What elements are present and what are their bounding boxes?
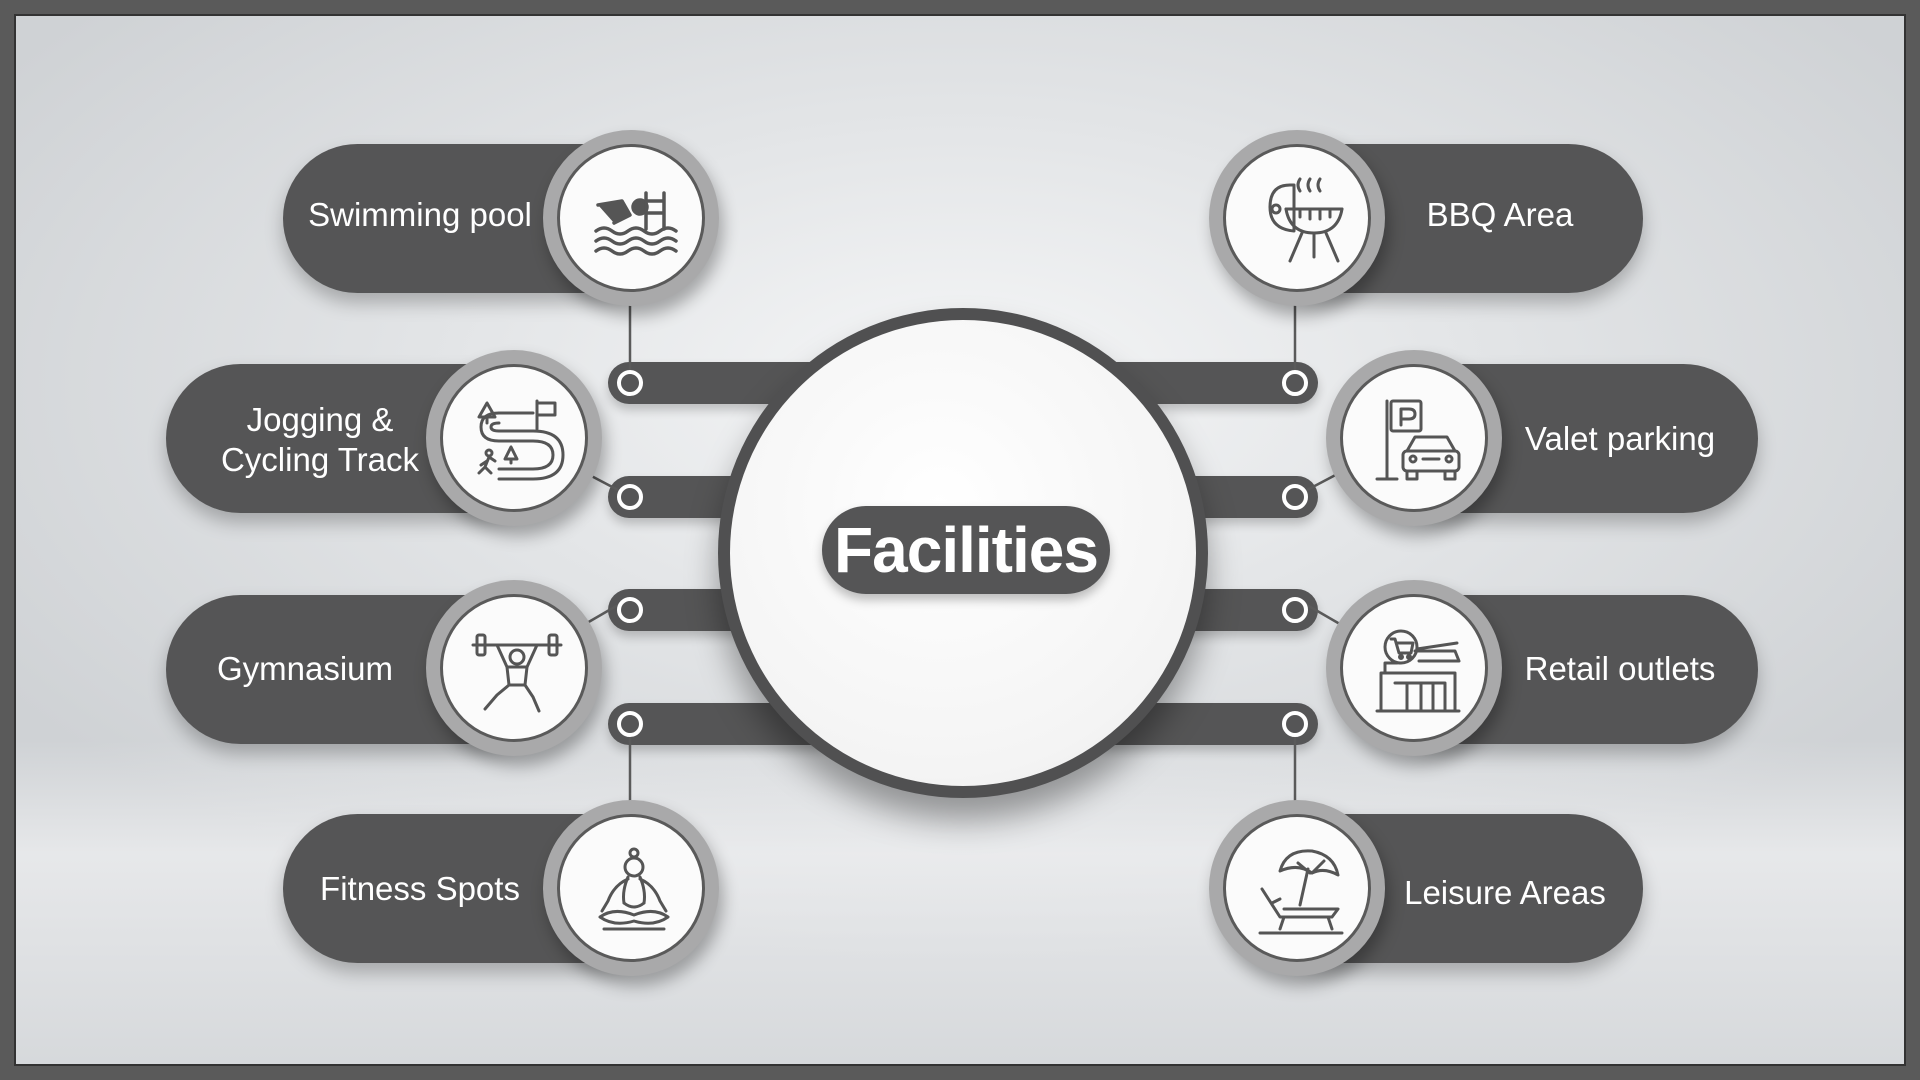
icon-circle-retail-outlets	[1326, 580, 1502, 756]
jogging-track-icon	[477, 399, 565, 481]
hub-title: Facilities	[822, 506, 1110, 594]
facility-label: Gymnasium	[216, 650, 394, 688]
icon-circle-bbq-area	[1209, 130, 1385, 306]
parking-car-icon	[1375, 399, 1461, 481]
icon-circle-leisure-areas	[1209, 800, 1385, 976]
swimming-pool-icon	[594, 191, 678, 256]
connector-port-3	[617, 597, 643, 623]
connector-port-8	[1282, 711, 1308, 737]
icon-circle-fitness-spots	[543, 800, 719, 976]
shop-cart-icon	[1375, 629, 1461, 713]
icon-circle-valet-parking	[1326, 350, 1502, 526]
icon-circle-gymnasium	[426, 580, 602, 756]
facility-label: Swimming pool	[308, 196, 532, 234]
weightlifting-icon	[471, 633, 563, 713]
connector-port-5	[1282, 370, 1308, 396]
facility-label: Valet parking	[1524, 420, 1716, 458]
yoga-icon	[598, 847, 670, 931]
beach-chair-umbrella-icon	[1258, 849, 1344, 935]
facility-label: Retail outlets	[1524, 650, 1716, 688]
connector-port-6	[1282, 484, 1308, 510]
icon-circle-swimming-pool	[543, 130, 719, 306]
icon-circle-jogging-track	[426, 350, 602, 526]
facility-label: Jogging & Cycling Track	[220, 401, 420, 478]
bbq-grill-icon	[1268, 177, 1344, 263]
connector-port-2	[617, 484, 643, 510]
facility-label: Fitness Spots	[320, 870, 520, 908]
connector-port-1	[617, 370, 643, 396]
connector-port-4	[617, 711, 643, 737]
central-hub-ring	[718, 308, 1208, 798]
facility-label: BBQ Area	[1426, 196, 1574, 234]
facility-label: Leisure Areas	[1404, 874, 1606, 912]
connector-port-7	[1282, 597, 1308, 623]
